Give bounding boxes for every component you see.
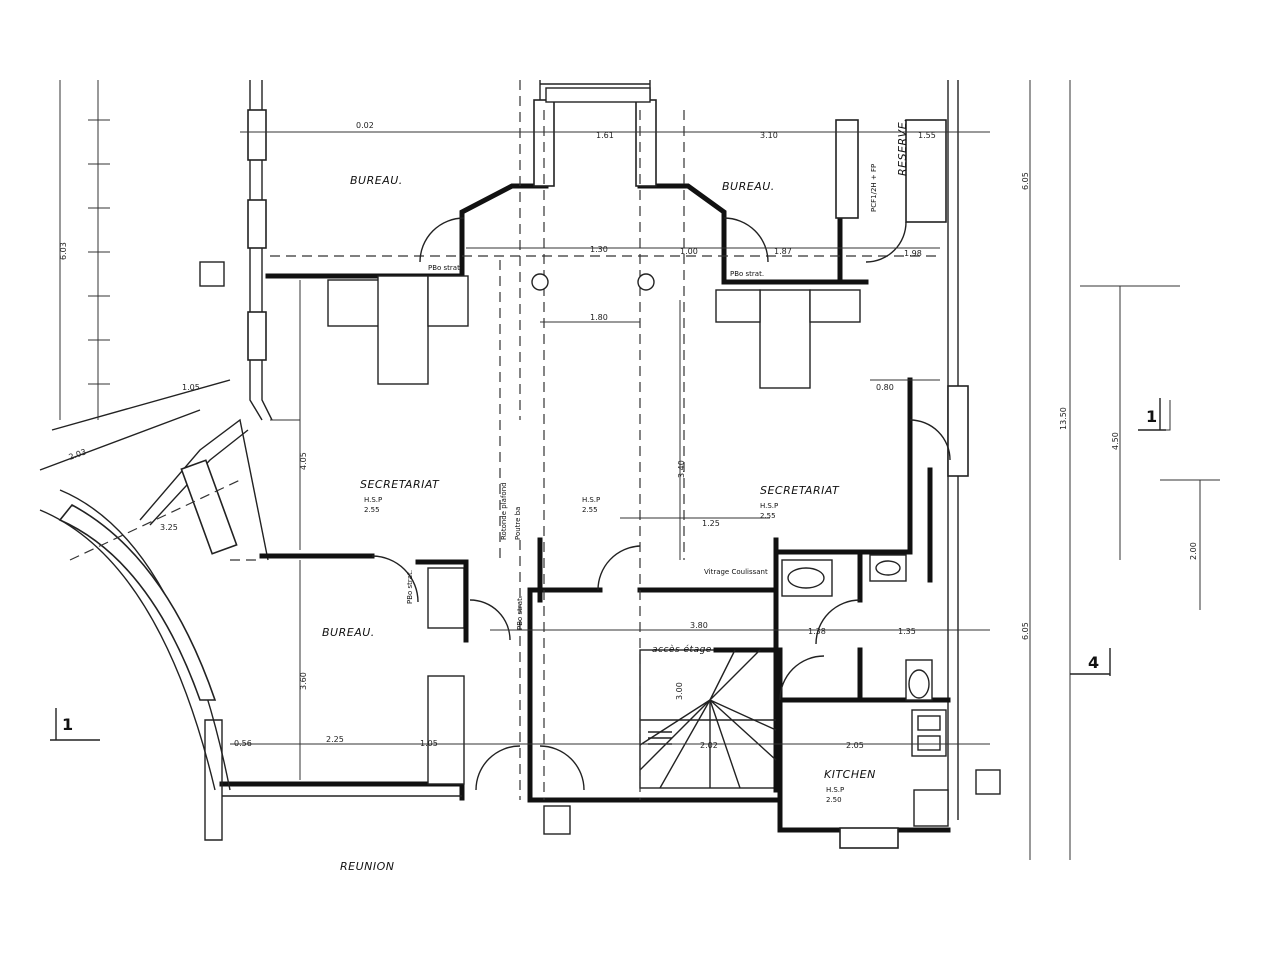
dimension-label: 0.02 bbox=[356, 121, 374, 130]
room-label-secretariat-e: SECRETARIAT bbox=[760, 484, 840, 497]
dimension-label: 13.50 bbox=[1059, 407, 1068, 430]
room-label-reserve: RESERVE. bbox=[896, 118, 909, 176]
curved-wing bbox=[39, 379, 269, 841]
dimension-label: 0.56 bbox=[234, 739, 252, 748]
door-spec-label: PBo strat. bbox=[516, 596, 524, 630]
dimension-label: 3.00 bbox=[675, 682, 684, 700]
room-label-bureau-nw: BUREAU. bbox=[350, 174, 403, 187]
dimension-label: 1.98 bbox=[904, 249, 922, 258]
dimension-label: 1.05 bbox=[182, 383, 200, 392]
dimension-label: 4.50 bbox=[1111, 432, 1120, 450]
dimension-label: 1.30 bbox=[590, 245, 608, 254]
dimension-label: 1.87 bbox=[774, 247, 792, 256]
section-marker-4: 4 bbox=[1088, 653, 1099, 672]
interior-walls bbox=[259, 275, 951, 803]
dimension-label: 2.25 bbox=[326, 735, 344, 744]
door-swings bbox=[371, 217, 951, 791]
door-spec-label: PBo strat. bbox=[730, 270, 764, 278]
dimension-label: 6.03 bbox=[59, 242, 68, 260]
structural-axes bbox=[230, 80, 940, 800]
room-label-kitchen: KITCHEN bbox=[824, 768, 876, 781]
room-label-bureau-w: BUREAU. bbox=[322, 626, 375, 639]
dimension-label: 1.35 bbox=[898, 627, 916, 636]
dimension-label: 4.05 bbox=[299, 452, 308, 470]
hsp-value: 2.55 bbox=[364, 506, 380, 514]
dimension-lines bbox=[59, 80, 1220, 860]
hsp-label: H.S.P bbox=[582, 496, 600, 504]
dimension-label: 2.02 bbox=[700, 741, 718, 750]
hsp-value: 2.55 bbox=[760, 512, 776, 520]
poutre-label: Poutre ba bbox=[514, 507, 522, 540]
section-markers bbox=[50, 398, 1166, 741]
section-marker-1-right: 1 bbox=[1146, 407, 1157, 426]
hsp-value: 2.50 bbox=[826, 796, 842, 804]
hsp-value: 2.55 bbox=[582, 506, 598, 514]
dimension-label: 3.60 bbox=[299, 672, 308, 690]
hsp-label: H.S.P bbox=[364, 496, 382, 504]
door-spec-label: PCF1/2H + FP bbox=[870, 164, 878, 212]
room-label-reunion: REUNION bbox=[340, 860, 395, 873]
dimension-label: 1.05 bbox=[420, 739, 438, 748]
dimension-label: 1.80 bbox=[590, 313, 608, 322]
room-label-secretariat-c: SECRETARIAT bbox=[360, 478, 440, 491]
dimension-label: 0.80 bbox=[876, 383, 894, 392]
acces-etage-label: accès étage bbox=[652, 644, 712, 655]
vitrage-label: Vitrage Coulissant bbox=[704, 568, 768, 576]
dimension-label: 6.05 bbox=[1021, 172, 1030, 190]
dimension-label: 1.38 bbox=[808, 627, 826, 636]
exterior-walls bbox=[219, 80, 969, 849]
dimension-label: 2.00 bbox=[1189, 542, 1198, 560]
dimension-label: 2.05 bbox=[846, 741, 864, 750]
dimension-label: 3.40 bbox=[677, 460, 686, 478]
dimension-label: 1.55 bbox=[918, 131, 936, 140]
hsp-label: H.S.P bbox=[760, 502, 778, 510]
fixtures bbox=[199, 261, 1001, 835]
hsp-label: H.S.P bbox=[826, 786, 844, 794]
room-label-bureau-ne: BUREAU. bbox=[722, 180, 775, 193]
dimension-label: 1.00 bbox=[680, 247, 698, 256]
dimension-label: 1.61 bbox=[596, 131, 614, 140]
dimension-label: 1.25 bbox=[702, 519, 720, 528]
dimension-label: 2.03 bbox=[68, 447, 88, 462]
dimension-label: 6.05 bbox=[1021, 622, 1030, 640]
dimension-label: 3.10 bbox=[760, 131, 778, 140]
door-spec-label: PBo strat. bbox=[406, 570, 414, 604]
dimension-label: 3.80 bbox=[690, 621, 708, 630]
dimension-label: 3.25 bbox=[160, 523, 178, 532]
section-marker-1-left: 1 bbox=[62, 715, 73, 734]
rotonde-label: Rotonde plafond bbox=[500, 482, 508, 540]
door-spec-label: PBo strat. bbox=[428, 264, 462, 272]
